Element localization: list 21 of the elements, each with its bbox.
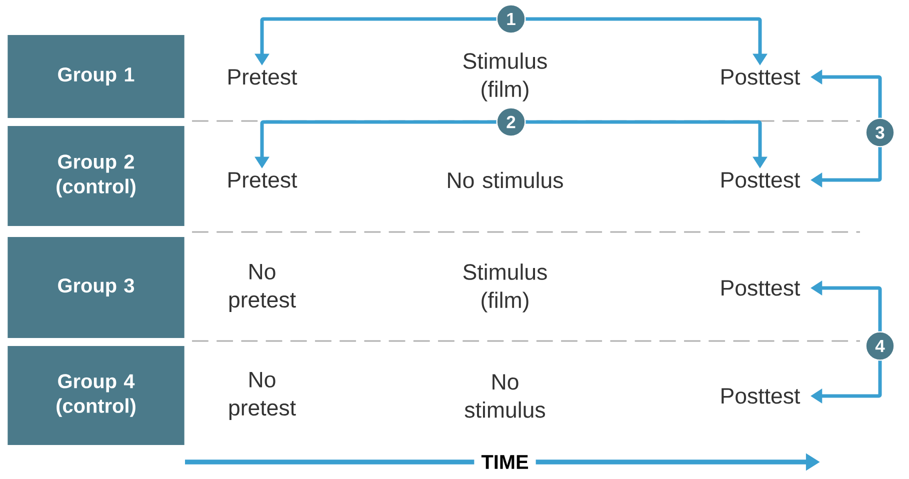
edge-label: 2: [496, 107, 526, 137]
group-box: Group 1: [8, 35, 184, 118]
axis-label: TIME: [474, 448, 536, 476]
step-label: No stimulus: [448, 172, 563, 188]
step-label: Posttest: [722, 388, 800, 404]
step-label: Posttest: [722, 172, 800, 188]
group-box: Group 4 (control): [8, 346, 184, 445]
edge-label: 1: [496, 4, 526, 34]
edge-label: 3: [865, 118, 895, 148]
step-label: No pretest: [229, 372, 296, 420]
step-label: No pretest: [229, 264, 296, 312]
step-label: Posttest: [722, 280, 800, 296]
step-label: Stimulus (film): [463, 264, 547, 312]
edge-label: 4: [865, 331, 895, 361]
group-box: Group 2 (control): [8, 126, 184, 226]
step-label: Stimulus (film): [463, 52, 547, 102]
step-label: Posttest: [722, 69, 800, 85]
step-label: Pretest: [228, 172, 298, 188]
step-label: No stimulus: [464, 374, 545, 418]
group-box: Group 3: [8, 237, 184, 338]
step-label: Pretest: [228, 69, 298, 85]
